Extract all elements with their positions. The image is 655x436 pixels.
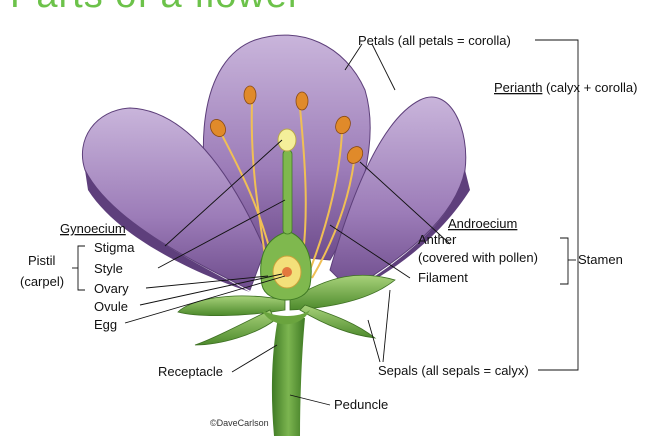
label-sepals: Sepals (all sepals = calyx) bbox=[378, 363, 529, 378]
labels-group: Petals (all petals = corolla) Perianth (… bbox=[20, 33, 637, 428]
label-peduncle: Peduncle bbox=[334, 397, 388, 412]
sepal bbox=[299, 304, 377, 339]
label-gynoecium: Gynoecium bbox=[60, 221, 126, 236]
anther bbox=[243, 85, 257, 105]
label-style: Style bbox=[94, 261, 123, 276]
label-anther: Anther bbox=[418, 232, 457, 247]
style-shape bbox=[282, 149, 293, 235]
leader-lines bbox=[72, 39, 579, 406]
filament bbox=[311, 161, 355, 279]
label-stigma: Stigma bbox=[94, 240, 135, 255]
credit-text: ©DaveCarlson bbox=[210, 418, 269, 428]
label-petals: Petals (all petals = corolla) bbox=[358, 33, 511, 48]
label-carpel: (carpel) bbox=[20, 274, 64, 289]
label-receptacle: Receptacle bbox=[158, 364, 223, 379]
receptacle bbox=[262, 310, 310, 325]
label-stamen: Stamen bbox=[578, 252, 623, 267]
sepal bbox=[194, 309, 276, 346]
petal-left bbox=[81, 107, 266, 291]
label-anther-note: (covered with pollen) bbox=[418, 250, 538, 265]
title-banner: Parts of a flower bbox=[0, 0, 360, 14]
label-androecium: Androecium bbox=[448, 216, 517, 231]
anther bbox=[335, 115, 351, 135]
egg-shape bbox=[282, 267, 292, 277]
label-perianth-rest: (calyx + corolla) bbox=[542, 80, 637, 95]
label-perianth: Perianth (calyx + corolla) bbox=[494, 80, 637, 95]
anther bbox=[346, 146, 364, 164]
label-egg: Egg bbox=[94, 317, 117, 332]
pistil-group bbox=[260, 128, 312, 301]
peduncle-stem bbox=[271, 318, 305, 436]
label-pistil: Pistil bbox=[28, 253, 56, 268]
filament bbox=[307, 131, 343, 276]
petal-right bbox=[329, 96, 467, 291]
sepal bbox=[289, 274, 396, 311]
sepal bbox=[177, 295, 286, 316]
label-ovule: Ovule bbox=[94, 299, 128, 314]
label-filament: Filament bbox=[418, 270, 468, 285]
sepals-group bbox=[177, 274, 396, 346]
stigma-shape bbox=[277, 128, 297, 152]
page-title: Parts of a flower bbox=[10, 0, 302, 14]
label-perianth-word: Perianth bbox=[494, 80, 542, 95]
anthers-group bbox=[210, 85, 364, 164]
anther bbox=[295, 91, 309, 111]
label-ovary: Ovary bbox=[94, 281, 129, 296]
anther bbox=[210, 119, 226, 137]
